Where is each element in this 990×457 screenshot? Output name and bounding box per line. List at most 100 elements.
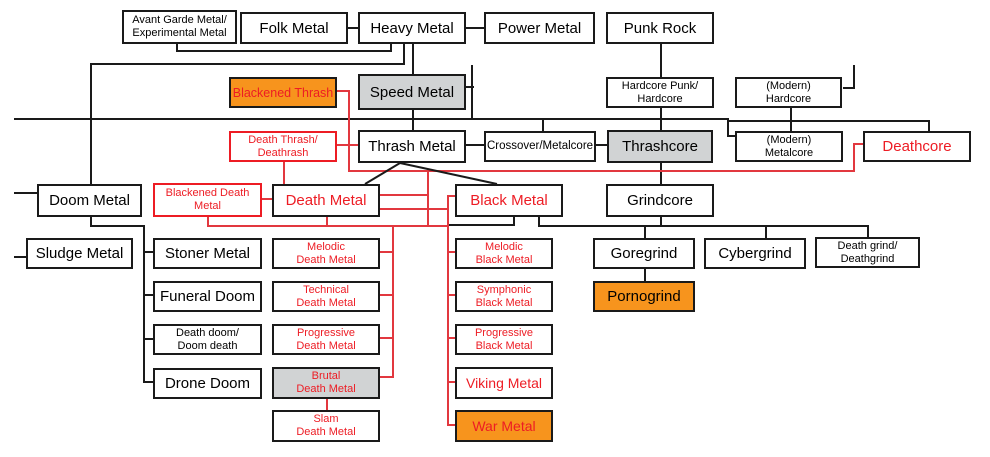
genre-label-progressive-death-metal: Progressive Death Metal	[296, 326, 356, 352]
genre-box-punk-rock: Punk Rock	[606, 12, 714, 44]
black-connector-line	[596, 144, 609, 146]
genre-box-power-metal: Power Metal	[484, 12, 595, 44]
genre-box-death-doom: Death doom/ Doom death	[153, 324, 262, 355]
genre-label-symphonic-black-metal: Symphonic Black Metal	[475, 283, 533, 309]
genre-label-deathcore: Deathcore	[882, 138, 952, 155]
genre-box-cybergrind: Cybergrind	[704, 238, 806, 269]
black-connector-line	[542, 118, 544, 133]
black-connector-line	[727, 118, 729, 137]
red-connector-line	[207, 225, 449, 227]
black-connector-line	[447, 224, 515, 226]
black-connector-line	[14, 118, 729, 120]
red-connector-line	[427, 170, 429, 227]
black-connector-line	[348, 27, 360, 29]
genre-label-thrashcore: Thrashcore	[622, 138, 698, 155]
black-connector-line	[14, 256, 28, 258]
genre-label-funeral-doom: Funeral Doom	[159, 288, 256, 305]
black-connector-line	[660, 44, 662, 79]
genre-box-brutal-death-metal: Brutal Death Metal	[272, 367, 380, 399]
genre-box-doom-metal: Doom Metal	[37, 184, 142, 217]
red-connector-line	[348, 170, 855, 172]
genre-label-viking-metal: Viking Metal	[465, 375, 542, 391]
red-connector-line	[447, 195, 457, 197]
black-connector-line	[867, 227, 869, 239]
black-connector-line	[843, 87, 855, 89]
genre-box-viking-metal: Viking Metal	[455, 367, 553, 399]
red-connector-line	[447, 294, 457, 296]
genre-label-progressive-black-metal: Progressive Black Metal	[474, 326, 534, 352]
red-connector-line	[380, 376, 394, 378]
genre-label-modern-metalcore: (Modern) Metalcore	[764, 133, 814, 159]
genre-label-black-metal: Black Metal	[470, 192, 548, 209]
genre-label-folk-metal: Folk Metal	[259, 19, 329, 37]
genre-label-pornogrind: Pornogrind	[607, 288, 681, 305]
black-connector-line	[176, 42, 178, 52]
genre-label-speed-metal: Speed Metal	[369, 83, 455, 101]
genre-box-crossover-metalcore: Crossover/Metalcore	[484, 131, 596, 162]
genre-box-modern-hardcore: (Modern) Hardcore	[735, 77, 842, 108]
genre-label-death-metal: Death Metal	[285, 192, 367, 209]
black-connector-line	[90, 63, 405, 65]
genre-label-melodic-black-metal: Melodic Black Metal	[475, 240, 533, 266]
genre-box-war-metal: War Metal	[455, 410, 553, 442]
genre-label-goregrind: Goregrind	[610, 245, 678, 262]
genre-box-death-grind: Death grind/ Deathgrind	[815, 237, 920, 268]
black-connector-line	[90, 225, 145, 227]
black-connector-line	[727, 135, 737, 137]
genre-box-slam-death-metal: Slam Death Metal	[272, 410, 380, 442]
black-connector-line	[660, 108, 662, 132]
genre-label-hardcore-punk: Hardcore Punk/ Hardcore	[621, 79, 699, 105]
genre-label-death-doom: Death doom/ Doom death	[176, 326, 239, 352]
genre-box-goregrind: Goregrind	[593, 238, 695, 269]
genre-label-melodic-death-metal: Melodic Death Metal	[296, 240, 356, 266]
black-connector-line	[143, 294, 155, 296]
black-connector-line	[644, 227, 646, 240]
red-connector-line	[326, 216, 328, 227]
genre-label-doom-metal: Doom Metal	[49, 192, 130, 209]
genre-box-blackened-thrash: Blackened Thrash	[229, 77, 337, 108]
black-connector-line	[143, 381, 155, 383]
red-connector-line	[447, 337, 457, 339]
genre-box-death-metal: Death Metal	[272, 184, 380, 217]
genre-box-deathcore: Deathcore	[863, 131, 971, 162]
genre-label-crossover-metalcore: Crossover/Metalcore	[486, 140, 594, 152]
black-connector-line	[176, 50, 392, 52]
genre-box-thrashcore: Thrashcore	[607, 130, 713, 163]
black-connector-line	[90, 63, 92, 186]
genre-box-progressive-death-metal: Progressive Death Metal	[272, 324, 380, 355]
genre-label-sludge-metal: Sludge Metal	[35, 245, 124, 262]
genre-box-funeral-doom: Funeral Doom	[153, 281, 262, 312]
black-connector-line	[90, 217, 92, 227]
red-connector-line	[380, 337, 394, 339]
genre-box-melodic-death-metal: Melodic Death Metal	[272, 238, 380, 269]
genre-box-pornogrind: Pornogrind	[593, 281, 695, 312]
genre-label-brutal-death-metal: Brutal Death Metal	[296, 370, 356, 395]
black-connector-line	[466, 27, 486, 29]
black-connector-line	[143, 338, 155, 340]
black-connector-line	[660, 217, 662, 227]
black-connector-line	[538, 225, 869, 227]
genre-label-war-metal: War Metal	[472, 418, 536, 434]
black-connector-line	[14, 192, 39, 194]
black-connector-line	[644, 269, 646, 283]
genre-box-speed-metal: Speed Metal	[358, 74, 466, 110]
black-connector-line	[466, 86, 474, 88]
genre-label-blackened-thrash: Blackened Thrash	[232, 85, 334, 100]
red-connector-line	[326, 399, 328, 411]
genre-box-symphonic-black-metal: Symphonic Black Metal	[455, 281, 553, 312]
red-connector-line	[380, 208, 449, 210]
red-connector-line	[283, 162, 285, 185]
red-connector-line	[262, 198, 274, 200]
black-connector-line	[660, 163, 662, 186]
red-connector-line	[447, 424, 457, 426]
genre-box-hardcore-punk: Hardcore Punk/ Hardcore	[606, 77, 714, 108]
red-connector-line	[380, 294, 394, 296]
genre-box-stoner-metal: Stoner Metal	[153, 238, 262, 269]
genre-label-power-metal: Power Metal	[497, 19, 582, 37]
red-connector-line	[392, 225, 394, 378]
genre-box-modern-metalcore: (Modern) Metalcore	[735, 131, 843, 162]
genre-box-melodic-black-metal: Melodic Black Metal	[455, 238, 553, 269]
genre-label-death-grind: Death grind/ Deathgrind	[837, 239, 898, 265]
black-connector-line	[390, 44, 392, 52]
